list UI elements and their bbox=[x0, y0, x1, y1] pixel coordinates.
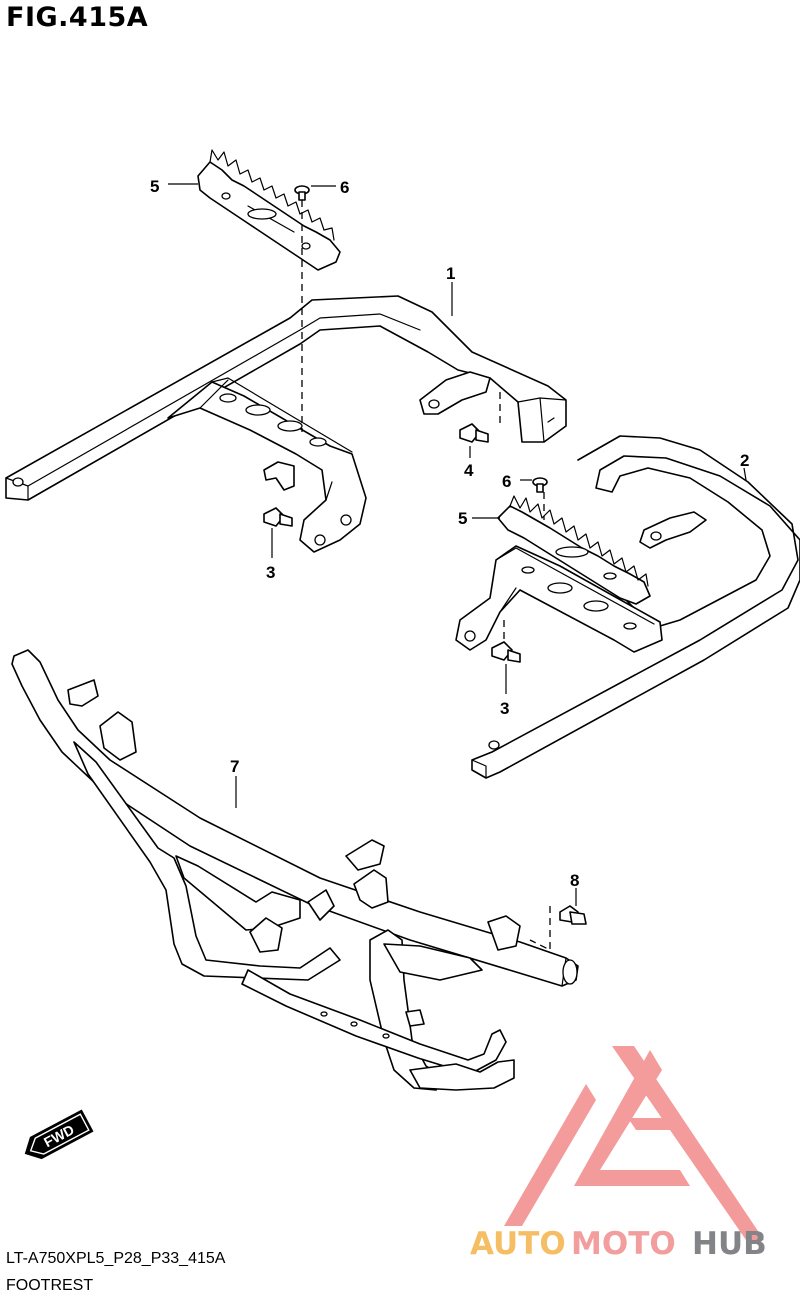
watermark-moto: MOTO bbox=[571, 1226, 676, 1262]
callout-5-left: 5 bbox=[150, 177, 159, 196]
callout-6-right: 6 bbox=[502, 472, 511, 491]
part-2-right-footrest-frame bbox=[455, 435, 800, 779]
callout-8: 8 bbox=[570, 871, 579, 890]
callout-leaders bbox=[168, 183, 747, 906]
part-1-left-footrest-frame bbox=[5, 295, 567, 553]
watermark-triangle-icon bbox=[504, 1046, 764, 1240]
callout-4: 4 bbox=[464, 461, 474, 480]
callout-3-right: 3 bbox=[500, 699, 509, 718]
bolt-4 bbox=[459, 423, 489, 443]
forward-direction-badge: FWD bbox=[24, 1109, 94, 1160]
figure-title: FIG.415A bbox=[6, 2, 149, 33]
automotohub-watermark-logo: AUTO MOTO HUB bbox=[470, 1046, 767, 1262]
callout-1: 1 bbox=[446, 264, 455, 283]
watermark-hub: HUB bbox=[692, 1226, 767, 1262]
part-5-footrest-pad-left bbox=[197, 149, 341, 271]
bolt-3-right bbox=[491, 641, 521, 663]
footer-diagram-code: LT-A750XPL5_P28_P33_415A bbox=[6, 1250, 226, 1267]
assembly-dashed-lines bbox=[301, 200, 551, 952]
callout-6-left: 6 bbox=[340, 178, 349, 197]
screw-6-left bbox=[294, 185, 310, 201]
part-7-front-guard-frame bbox=[11, 649, 579, 1091]
callout-5-right: 5 bbox=[458, 509, 467, 528]
callout-numbers: 5 6 1 2 6 4 5 3 3 7 8 bbox=[150, 177, 749, 890]
bolt-3-left bbox=[263, 507, 293, 527]
footer-assembly-name: FOOTREST bbox=[6, 1277, 94, 1294]
part-5-footrest-pad-right bbox=[497, 495, 651, 605]
callout-7: 7 bbox=[230, 757, 239, 776]
screw-6-right bbox=[532, 477, 548, 493]
callout-2: 2 bbox=[740, 451, 749, 470]
callout-3-left: 3 bbox=[266, 563, 275, 582]
bolt-8 bbox=[559, 905, 587, 925]
watermark-auto: AUTO bbox=[470, 1226, 566, 1262]
